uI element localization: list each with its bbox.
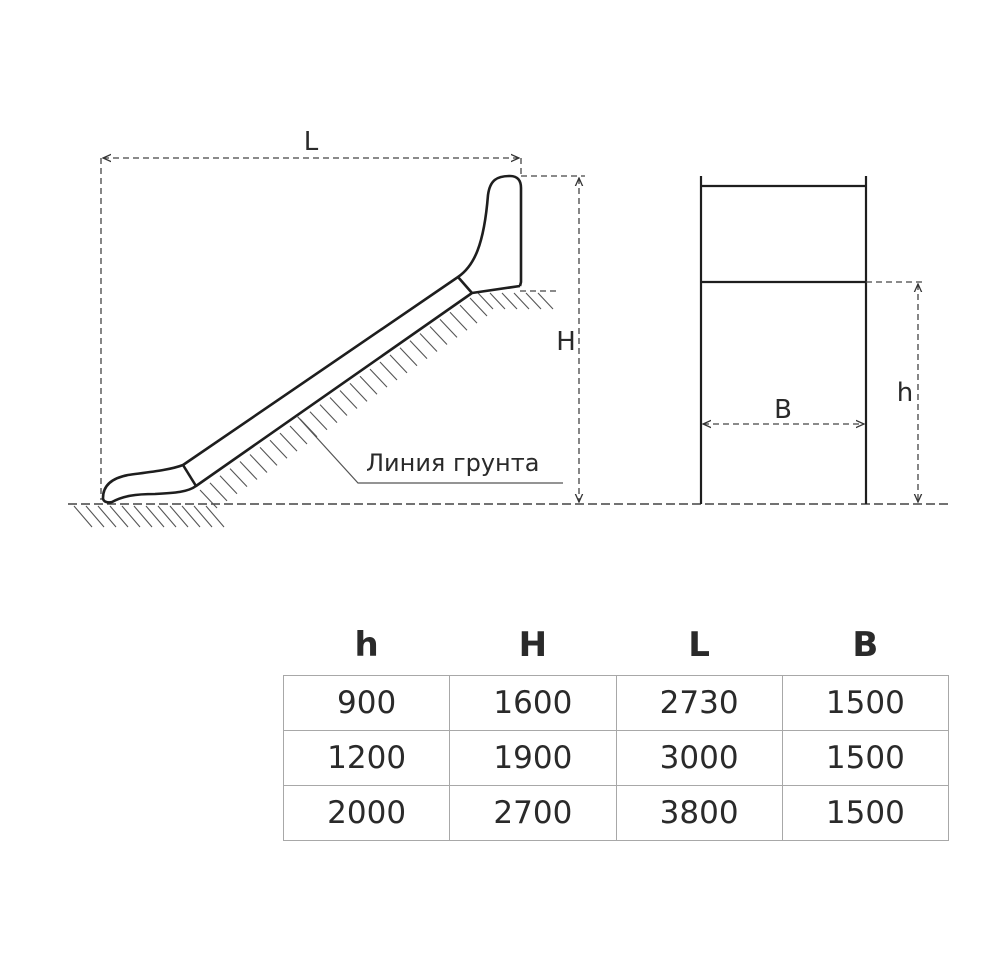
hatch-stroke [309,411,328,431]
hatch-stroke [169,505,189,528]
hatch-stroke [269,439,288,459]
table-cell: 1500 [781,785,950,841]
table-cell: 1500 [781,730,950,786]
hatch-stroke [339,390,358,409]
ground-hatching [73,292,554,528]
table-row: 2000 2700 3800 1500 [282,785,950,841]
hatch-stroke [239,461,258,480]
table-row: 1200 1900 3000 1500 [282,730,950,786]
length-label: L [304,127,319,157]
hatch-stroke [181,505,201,528]
hatch-stroke [449,311,468,331]
hatch-stroke [419,333,438,352]
hatch-stroke [121,505,141,528]
header-L: L [688,625,710,665]
table-cell: 900 [282,675,451,731]
hatch-stroke [501,292,518,310]
hatch-stroke [469,297,488,317]
width-label: B [774,395,792,425]
header-h: h [354,625,379,665]
hatch-stroke [229,468,248,488]
hatch-stroke [279,432,298,452]
hatch-stroke [109,505,129,528]
table-cell: 1500 [781,675,950,731]
hatch-stroke [157,505,177,528]
table-cell: 2700 [449,785,617,841]
hatch-stroke [513,292,530,310]
hatch-stroke [259,446,278,466]
hatch-stroke [205,505,225,528]
hatch-stroke [349,382,368,402]
hatch-stroke [319,404,338,424]
dimensions-table: h H L B 900 1600 2730 1500 1200 1900 300… [282,615,950,841]
slide-dimension-diagram: L H Линия грунта B h [68,127,950,528]
hatch-stroke [537,292,554,310]
hatch-stroke [133,505,153,528]
ground-label: Линия грунта [366,449,539,477]
hatch-stroke [289,425,308,445]
hatch-stroke [399,347,418,367]
hatch-stroke [209,482,228,502]
hatch-stroke [477,292,494,310]
hatch-stroke [489,292,506,310]
hatch-stroke [409,340,428,360]
header-H: H [518,625,548,665]
hatch-stroke [199,489,218,509]
table-cell: 2000 [282,785,451,841]
table-cell: 1900 [449,730,617,786]
hatch-stroke [369,368,388,388]
hatch-stroke [389,354,408,374]
hatch-stroke [439,318,458,338]
table-row: 900 1600 2730 1500 [282,675,950,731]
slide-side-profile [101,174,523,504]
hatch-stroke [193,505,213,528]
hatch-stroke [525,292,542,310]
table-cell: 1200 [282,730,451,786]
hatch-stroke [429,326,448,345]
table-cell: 2730 [615,675,783,731]
hatch-stroke [379,361,398,381]
table-cell: 1600 [449,675,617,731]
height-label: H [556,327,576,357]
table-cell: 3800 [615,785,783,841]
ground-label-leader [296,415,563,484]
hatch-stroke [359,375,378,395]
hatch-stroke [249,454,268,473]
table-cell: 3000 [615,730,783,786]
hatch-stroke [73,505,93,528]
hatch-stroke [459,304,478,324]
hatch-stroke [219,475,238,495]
hatch-stroke [329,397,348,416]
hatch-stroke [97,505,117,528]
slide-front-view [699,176,868,504]
table-header-row: h H L B [284,615,949,676]
hatch-stroke [145,505,165,528]
front-height-label: h [897,378,913,408]
header-B: B [852,625,879,665]
hatch-stroke [85,505,105,528]
